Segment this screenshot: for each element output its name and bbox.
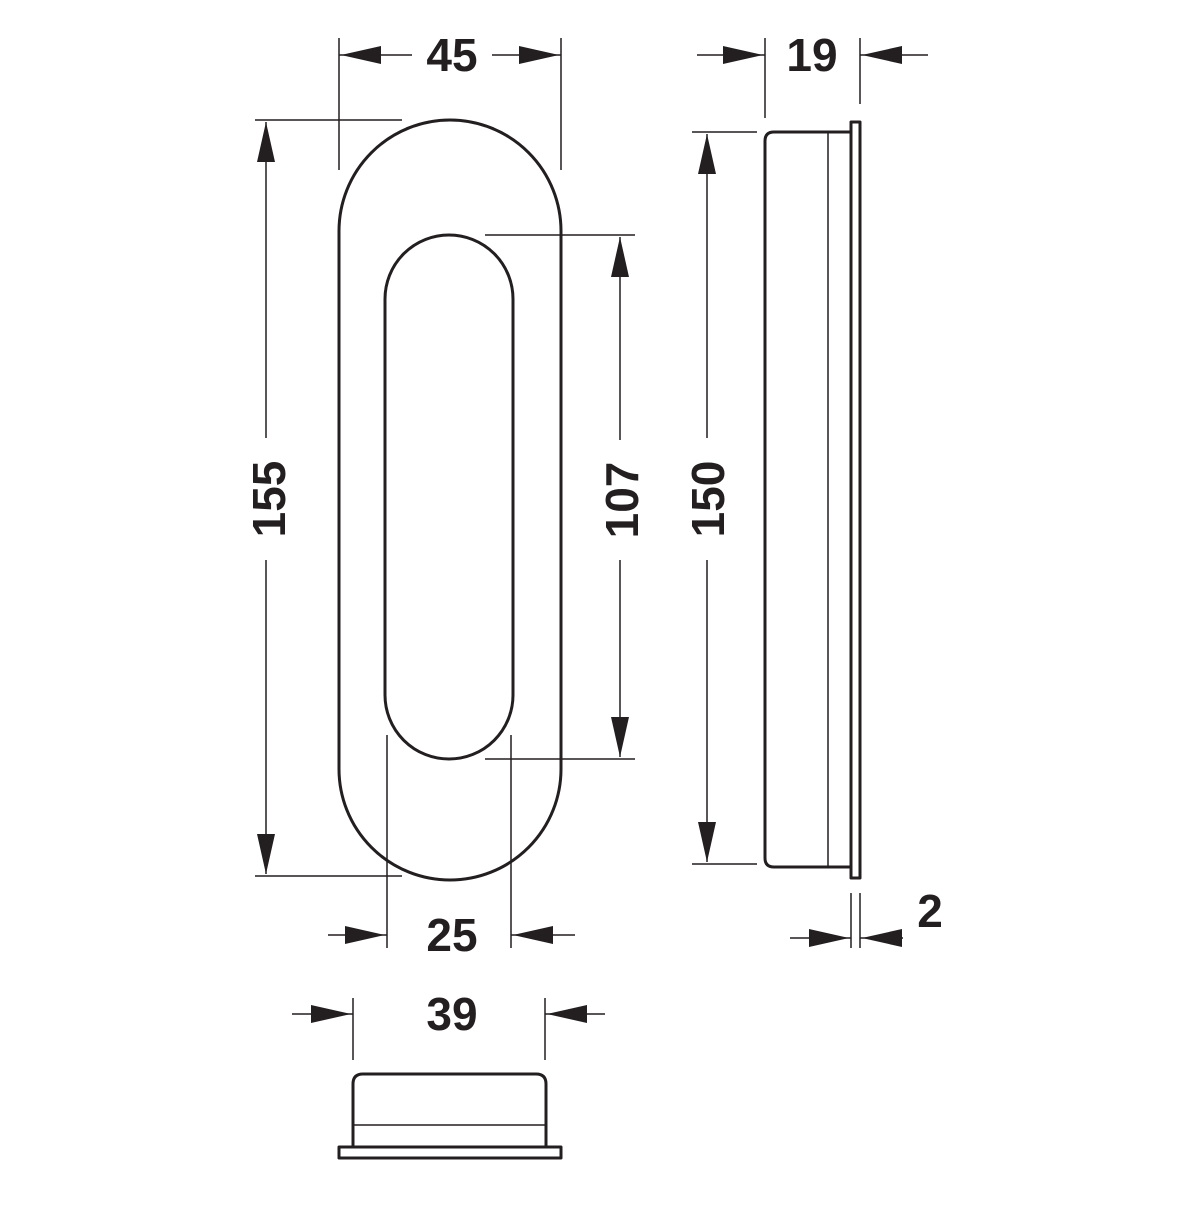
label-side-height: 150: [682, 461, 734, 538]
side-view: [763, 120, 862, 880]
dim-side-depth: 19: [697, 29, 928, 118]
dim-bottom-width: 39: [292, 988, 605, 1060]
dim-recess-length: 107: [485, 234, 648, 760]
label-side-depth: 19: [786, 29, 837, 81]
bottom-view: [337, 1072, 563, 1160]
bottom-body-outline: [351, 1072, 548, 1147]
side-body-outline: [763, 130, 851, 869]
side-flange: [849, 120, 862, 880]
dim-side-height: 150: [682, 131, 757, 865]
label-recess-width: 25: [426, 909, 477, 961]
front-recess-outline: [383, 233, 515, 761]
label-overall-height: 155: [243, 461, 295, 538]
dim-recess-width: 25: [328, 735, 575, 961]
front-outer-outline: [337, 118, 563, 882]
front-view: [337, 118, 563, 882]
label-bottom-width: 39: [426, 988, 477, 1040]
dim-flange-thickness: 2: [790, 885, 943, 948]
bottom-flange: [337, 1145, 563, 1160]
label-recess-length: 107: [596, 462, 648, 539]
label-flange-thickness: 2: [917, 885, 943, 937]
dim-overall-height: 155: [243, 119, 402, 877]
dim-overall-width: 45: [338, 29, 562, 170]
label-overall-width: 45: [426, 29, 477, 81]
